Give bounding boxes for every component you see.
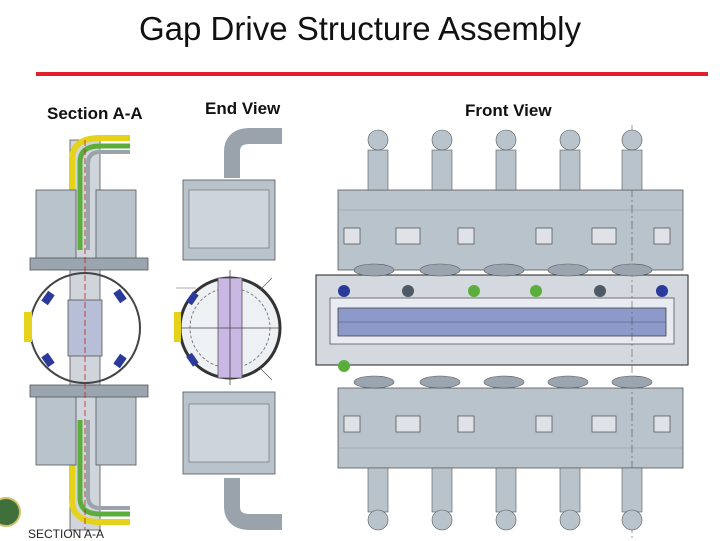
section-view-label: Section A-A <box>47 104 143 123</box>
front-view-label: Front View <box>465 101 552 120</box>
end-view-drawing <box>174 128 282 530</box>
section-view-drawing <box>0 135 149 531</box>
end-view-label: End View <box>205 99 281 118</box>
section-caption: SECTION A-A <box>28 527 105 541</box>
front-view-drawing <box>315 125 689 540</box>
title-underline <box>36 72 708 76</box>
slide-title: Gap Drive Structure Assembly <box>139 10 581 47</box>
